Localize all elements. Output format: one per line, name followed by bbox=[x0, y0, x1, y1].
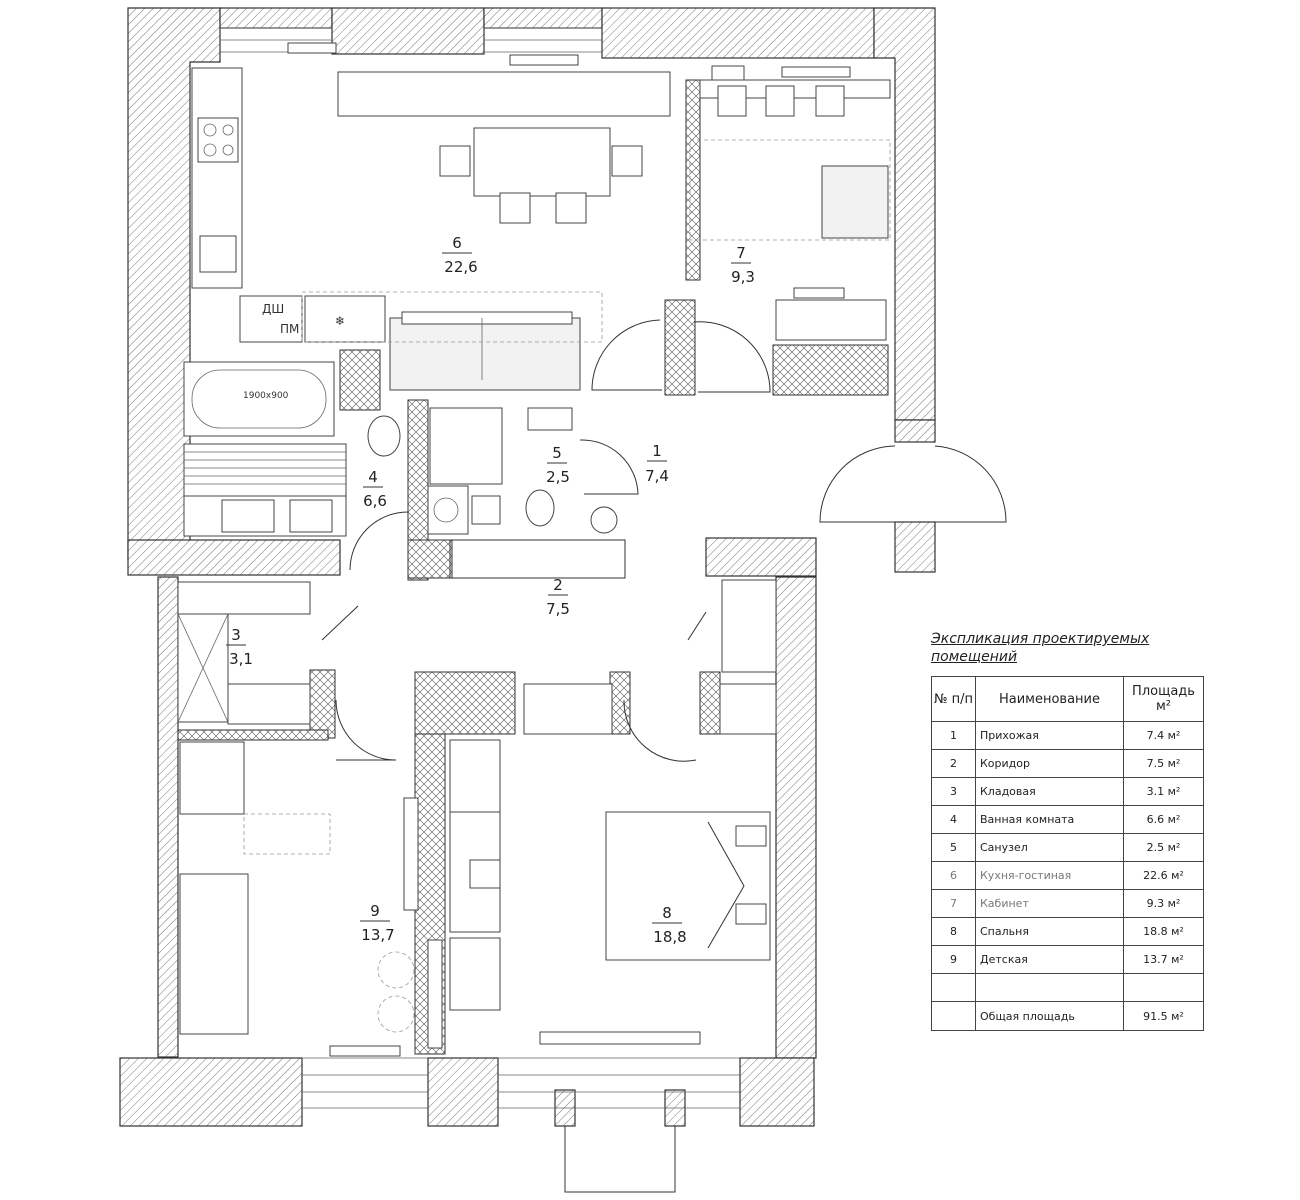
header-area: Площадь м² bbox=[1123, 676, 1204, 722]
bathtub-size: 1900x900 bbox=[243, 391, 289, 401]
header-name: Наименование bbox=[975, 676, 1124, 722]
svg-text:1: 1 bbox=[652, 442, 662, 460]
svg-text:7,5: 7,5 bbox=[546, 600, 570, 618]
bedroom-furniture bbox=[449, 683, 777, 1011]
svg-text:8: 8 bbox=[662, 904, 672, 922]
svg-text:9: 9 bbox=[370, 902, 380, 920]
table-header: № п/п Наименование Площадь м² bbox=[931, 676, 1204, 722]
wc-furniture bbox=[427, 407, 618, 535]
svg-text:18,8: 18,8 bbox=[653, 928, 686, 946]
table-row-empty bbox=[931, 973, 1204, 1002]
room-label-6: 6 22,6 bbox=[442, 234, 478, 276]
room-label-2: 2 7,5 bbox=[546, 576, 570, 618]
svg-text:3,1: 3,1 bbox=[229, 650, 253, 668]
storage-furniture bbox=[177, 579, 777, 725]
explication-panel: Экспликация проектируемых помещений № п/… bbox=[931, 630, 1204, 1031]
shower-label: ДШ bbox=[262, 302, 284, 316]
svg-text:4: 4 bbox=[368, 468, 378, 486]
svg-text:6,6: 6,6 bbox=[363, 492, 387, 510]
room-label-5: 5 2,5 bbox=[546, 444, 570, 486]
room-label-8: 8 18,8 bbox=[652, 904, 687, 946]
svg-text:2: 2 bbox=[553, 576, 563, 594]
svg-text:2,5: 2,5 bbox=[546, 468, 570, 486]
explication-caption: Экспликация проектируемых помещений bbox=[931, 631, 1150, 665]
office-furniture bbox=[689, 65, 891, 341]
doors bbox=[321, 319, 1007, 762]
room-label-7: 7 9,3 bbox=[731, 244, 755, 286]
svg-text:3: 3 bbox=[231, 626, 241, 644]
room-label-4: 4 6,6 bbox=[363, 468, 387, 510]
room-labels: 1 7,4 2 7,5 3 3,1 4 6,6 5 2,5 6 22,6 bbox=[226, 234, 755, 946]
dishwasher-label: ПМ bbox=[280, 322, 299, 336]
kitchen-living-furniture: ДШ ПМ ❄ bbox=[191, 67, 671, 391]
svg-text:7,4: 7,4 bbox=[645, 467, 669, 485]
bathroom-furniture: 1900x900 bbox=[183, 361, 401, 537]
room-label-3: 3 3,1 bbox=[226, 626, 253, 668]
svg-text:13,7: 13,7 bbox=[361, 926, 394, 944]
room-label-1: 1 7,4 bbox=[645, 442, 669, 485]
svg-text:7: 7 bbox=[736, 244, 746, 262]
snowflake-icon: ❄ bbox=[335, 314, 345, 328]
kids-room-furniture bbox=[179, 741, 443, 1049]
radiator bbox=[287, 42, 851, 1057]
svg-text:6: 6 bbox=[452, 234, 462, 252]
svg-text:22,6: 22,6 bbox=[444, 258, 477, 276]
room-label-9: 9 13,7 bbox=[360, 902, 395, 944]
outer-walls bbox=[119, 7, 936, 1193]
header-num: № п/п bbox=[931, 676, 976, 722]
svg-text:5: 5 bbox=[552, 444, 562, 462]
svg-text:9,3: 9,3 bbox=[731, 268, 755, 286]
